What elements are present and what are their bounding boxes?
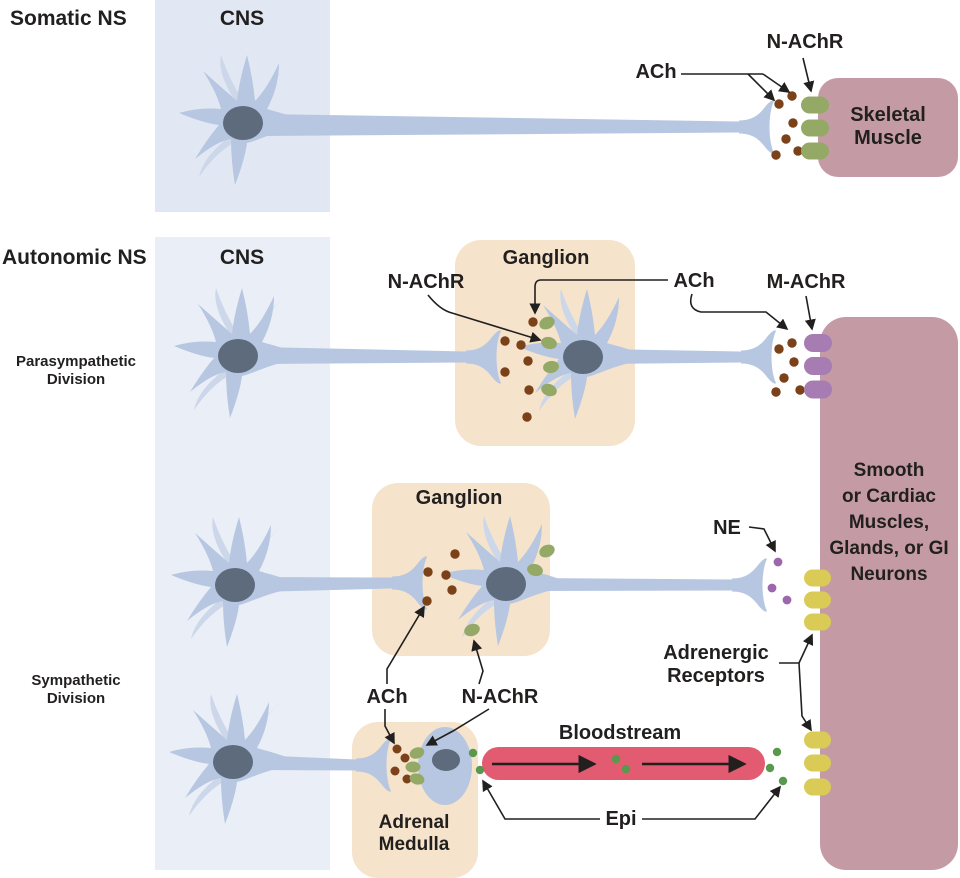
adrenal-medulla-label: Adrenal Medulla bbox=[378, 812, 450, 855]
ganglion-label-sympathetic: Ganglion bbox=[415, 487, 503, 509]
target-organ-label: Smooth or Cardiac Muscles, Glands, or GI… bbox=[829, 460, 949, 585]
ganglion-label-parasympathetic: Ganglion bbox=[502, 247, 590, 269]
sympathetic-division-label: Sympathetic Division bbox=[31, 672, 121, 707]
somatic-ns-title: Somatic NS bbox=[10, 7, 127, 30]
ach-molecules-somatic bbox=[771, 91, 803, 160]
bloodstream-label: Bloodstream bbox=[558, 722, 682, 744]
adrenergic-receptors-label: Adrenergic Receptors bbox=[663, 642, 769, 687]
ne-label: NE bbox=[713, 517, 741, 539]
axon-terminal-para-post bbox=[741, 330, 776, 384]
ach-molecules-adrenal bbox=[390, 744, 412, 784]
cns-label-autonomic: CNS bbox=[219, 246, 265, 269]
nachr-adrenal-pointer bbox=[425, 708, 490, 746]
epi-pointer-right bbox=[642, 785, 782, 820]
axon-terminal-somatic bbox=[739, 100, 774, 154]
nachr-label-parasympathetic: N-AChR bbox=[387, 271, 465, 293]
ne-pointer bbox=[748, 526, 776, 553]
machr-pointer bbox=[804, 295, 816, 331]
epi-label: Epi bbox=[605, 808, 637, 830]
axon-parasympathetic-pre bbox=[258, 347, 466, 364]
ach-molecules-para-ganglion bbox=[500, 317, 538, 422]
nachr-label-sympathetic: N-AChR bbox=[461, 686, 539, 708]
ach-label-sympathetic: ACh bbox=[366, 686, 408, 708]
nachr-symp-ganglion-pointer bbox=[471, 639, 484, 685]
ach-symp-ganglion-pointer bbox=[386, 605, 425, 684]
nachr-receptors-adrenal bbox=[405, 747, 425, 785]
adrenergic-pointer-upper bbox=[798, 633, 814, 664]
epi-pointer-left bbox=[482, 779, 600, 820]
ach-adrenal-pointer bbox=[384, 709, 395, 745]
ach-somatic-pointer-arrow bbox=[762, 73, 791, 93]
nachr-label-somatic: N-AChR bbox=[766, 31, 844, 53]
chromaffin-cell bbox=[418, 727, 472, 805]
adrenergic-receptors-lower bbox=[804, 731, 831, 796]
nachr-somatic-pointer bbox=[802, 57, 815, 93]
adrenergic-receptors-upper bbox=[804, 569, 831, 631]
nachr-para-pointer bbox=[427, 294, 542, 343]
cns-label-somatic: CNS bbox=[219, 7, 265, 30]
axon-terminal-symp-post bbox=[732, 558, 767, 612]
ach-label-somatic: ACh bbox=[635, 61, 677, 83]
target-organ-box bbox=[820, 317, 958, 870]
parasympathetic-division-label: Parasympathetic Division bbox=[15, 353, 137, 388]
bloodstream-vessel bbox=[482, 747, 765, 780]
ach-molecules-symp-ganglion bbox=[422, 549, 460, 606]
ach-label-parasympathetic: ACh bbox=[673, 270, 715, 292]
autonomic-ns-title: Autonomic NS bbox=[2, 246, 147, 269]
adrenergic-pointer-lower bbox=[798, 662, 812, 732]
pointer-lines bbox=[384, 57, 816, 820]
ne-molecules bbox=[767, 557, 792, 605]
nachr-receptors-somatic bbox=[801, 96, 829, 160]
ach-para-ganglion-pointer bbox=[529, 279, 668, 315]
nachr-receptors-para-ganglion bbox=[539, 316, 559, 397]
skeletal-muscle-box bbox=[818, 78, 958, 177]
machr-receptors bbox=[804, 334, 832, 399]
axon-sympathetic-post bbox=[527, 578, 732, 591]
ach-somatic-pointer-arrow bbox=[747, 73, 776, 102]
nachr-receptors-symp-ganglion bbox=[464, 544, 555, 637]
machr-label: M-AChR bbox=[766, 271, 846, 293]
skeletal-muscle-label: Skeletal Muscle bbox=[850, 104, 926, 149]
axon-somatic bbox=[262, 114, 739, 136]
ach-molecules-para-cleft bbox=[771, 338, 805, 397]
epi-molecules bbox=[468, 747, 788, 786]
ach-para-cleft-pointer bbox=[689, 293, 789, 331]
